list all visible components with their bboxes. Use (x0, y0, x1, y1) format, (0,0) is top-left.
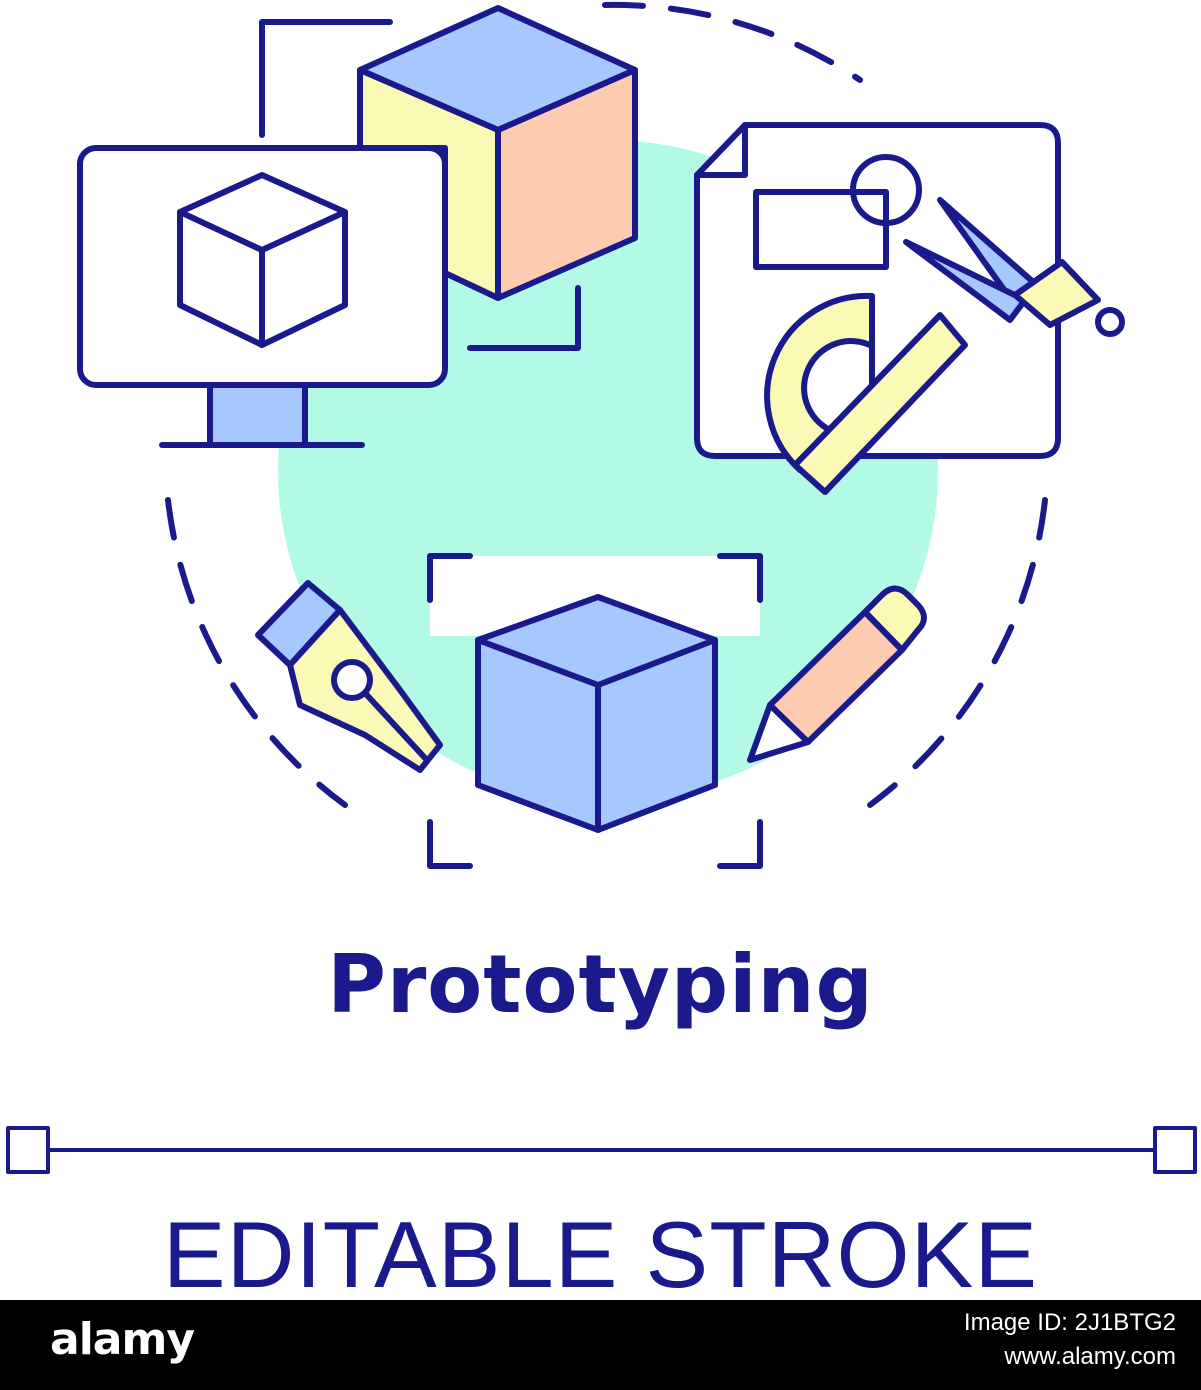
prototyping-illustration (6, 1, 1197, 1174)
compass-icon (903, 197, 1125, 337)
protractor-icon (764, 292, 968, 495)
caption-label: EDITABLE STROKE (162, 1202, 1039, 1307)
cube-icon (177, 172, 348, 348)
page-title: Prototyping (327, 938, 874, 1031)
site-url: www.alamy.com (1004, 1343, 1176, 1370)
brand-logo: alamy (50, 1314, 195, 1365)
selection-frame-icon (427, 553, 763, 869)
editable-stroke-line (6, 1126, 1197, 1174)
cube-icon (475, 594, 718, 833)
pencil-icon (747, 585, 927, 763)
image-id-label: Image ID: 2J1BTG2 (963, 1309, 1176, 1336)
pen-nib-icon (255, 580, 443, 773)
cube-icon (259, 5, 638, 351)
watermark-footer: alamy Image ID: 2J1BTG2 www.alamy.com (0, 1300, 1201, 1390)
dashed-ring (165, 1, 1048, 808)
monitor-icon (77, 145, 448, 448)
footer-meta: Image ID: 2J1BTG2 www.alamy.com (964, 1306, 1176, 1374)
